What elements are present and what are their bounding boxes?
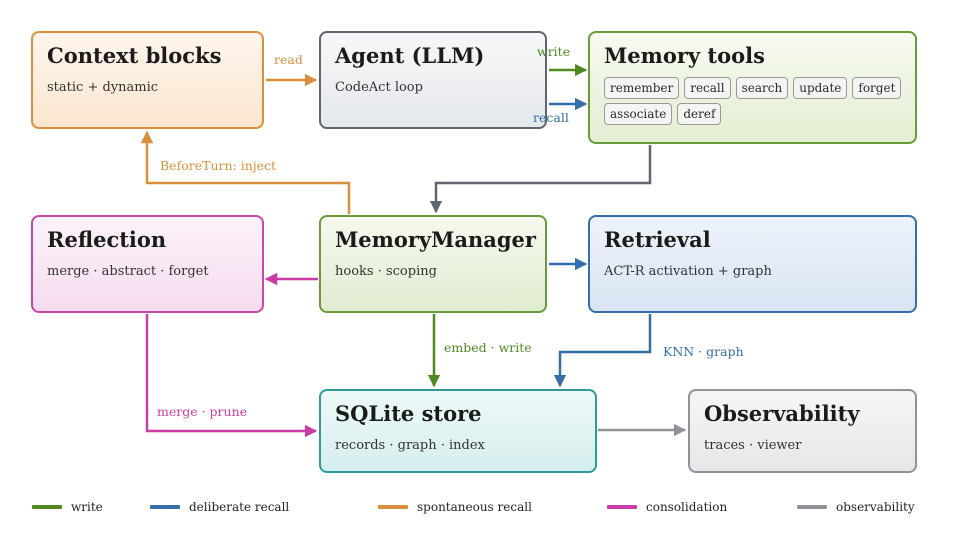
edge-tools-to-manager bbox=[429, 145, 652, 214]
edge-label-recall: recall bbox=[533, 110, 569, 125]
memory-manager-subtitle: hooks · scoping bbox=[335, 264, 437, 279]
agent-node[interactable]: Agent (LLM) CodeAct loop bbox=[319, 31, 547, 129]
legend-swatch-observability bbox=[797, 505, 827, 509]
legend-label-deliberate-recall: deliberate recall bbox=[189, 500, 290, 514]
tool-chip-update[interactable]: update bbox=[793, 77, 848, 99]
memory-manager-node[interactable]: MemoryManager hooks · scoping bbox=[319, 215, 547, 313]
reflection-node[interactable]: Reflection merge · abstract · forget bbox=[31, 215, 264, 313]
sqlite-store-node[interactable]: SQLite store records · graph · index bbox=[319, 389, 597, 473]
memory-tools-chip-list: remember recall search update forget ass… bbox=[604, 77, 904, 125]
edge-merge-prune bbox=[145, 314, 318, 438]
edge-label-knn: KNN · graph bbox=[663, 344, 744, 359]
tool-chip-associate[interactable]: associate bbox=[604, 103, 673, 125]
reflection-subtitle: merge · abstract · forget bbox=[47, 264, 209, 279]
edge-label-merge-prune: merge · prune bbox=[157, 404, 248, 419]
retrieval-subtitle: ACT-R activation + graph bbox=[604, 264, 772, 279]
tool-chip-deref[interactable]: deref bbox=[677, 103, 722, 125]
legend-item-deliberate-recall: deliberate recall bbox=[150, 500, 289, 514]
legend-swatch-write bbox=[32, 505, 62, 509]
legend-item-write: write bbox=[32, 500, 103, 514]
observability-title: Observability bbox=[704, 401, 860, 426]
context-blocks-subtitle: static + dynamic bbox=[47, 80, 159, 95]
legend-item-spontaneous-recall: spontaneous recall bbox=[378, 500, 532, 514]
tool-chip-forget[interactable]: forget bbox=[852, 77, 902, 99]
legend-label-write: write bbox=[71, 500, 103, 514]
context-blocks-node[interactable]: Context blocks static + dynamic bbox=[31, 31, 264, 129]
legend-item-consolidation: consolidation bbox=[607, 500, 727, 514]
edge-inject bbox=[140, 130, 351, 214]
edge-label-write: write bbox=[537, 44, 571, 59]
legend-label-observability: observability bbox=[836, 500, 915, 514]
legend-swatch-consolidation bbox=[607, 505, 637, 509]
sqlite-store-title: SQLite store bbox=[335, 401, 482, 426]
observability-subtitle: traces · viewer bbox=[704, 438, 802, 453]
retrieval-title: Retrieval bbox=[604, 227, 711, 252]
tool-chip-search[interactable]: search bbox=[735, 77, 789, 99]
edge-label-read: read bbox=[274, 52, 303, 67]
edge-knn bbox=[553, 314, 652, 388]
retrieval-node[interactable]: Retrieval ACT-R activation + graph bbox=[588, 215, 917, 313]
agent-subtitle: CodeAct loop bbox=[335, 80, 423, 95]
legend-item-observability: observability bbox=[797, 500, 915, 514]
memory-manager-title: MemoryManager bbox=[335, 227, 536, 252]
legend: write deliberate recall spontaneous reca… bbox=[0, 500, 957, 522]
agent-title: Agent (LLM) bbox=[335, 43, 485, 68]
observability-node[interactable]: Observability traces · viewer bbox=[688, 389, 917, 473]
tool-chip-remember[interactable]: remember bbox=[604, 77, 680, 99]
legend-swatch-spontaneous-recall bbox=[378, 505, 408, 509]
reflection-title: Reflection bbox=[47, 227, 167, 252]
tool-chip-recall[interactable]: recall bbox=[684, 77, 731, 99]
context-blocks-title: Context blocks bbox=[47, 43, 222, 68]
legend-label-consolidation: consolidation bbox=[646, 500, 728, 514]
sqlite-store-subtitle: records · graph · index bbox=[335, 438, 485, 453]
edge-label-embed-write: embed · write bbox=[444, 340, 532, 355]
legend-label-spontaneous-recall: spontaneous recall bbox=[417, 500, 532, 514]
memory-tools-title: Memory tools bbox=[604, 43, 765, 68]
memory-tools-node[interactable]: Memory tools remember recall search upda… bbox=[588, 31, 917, 144]
legend-swatch-deliberate-recall bbox=[150, 505, 180, 509]
edge-label-inject: BeforeTurn: inject bbox=[160, 158, 277, 173]
